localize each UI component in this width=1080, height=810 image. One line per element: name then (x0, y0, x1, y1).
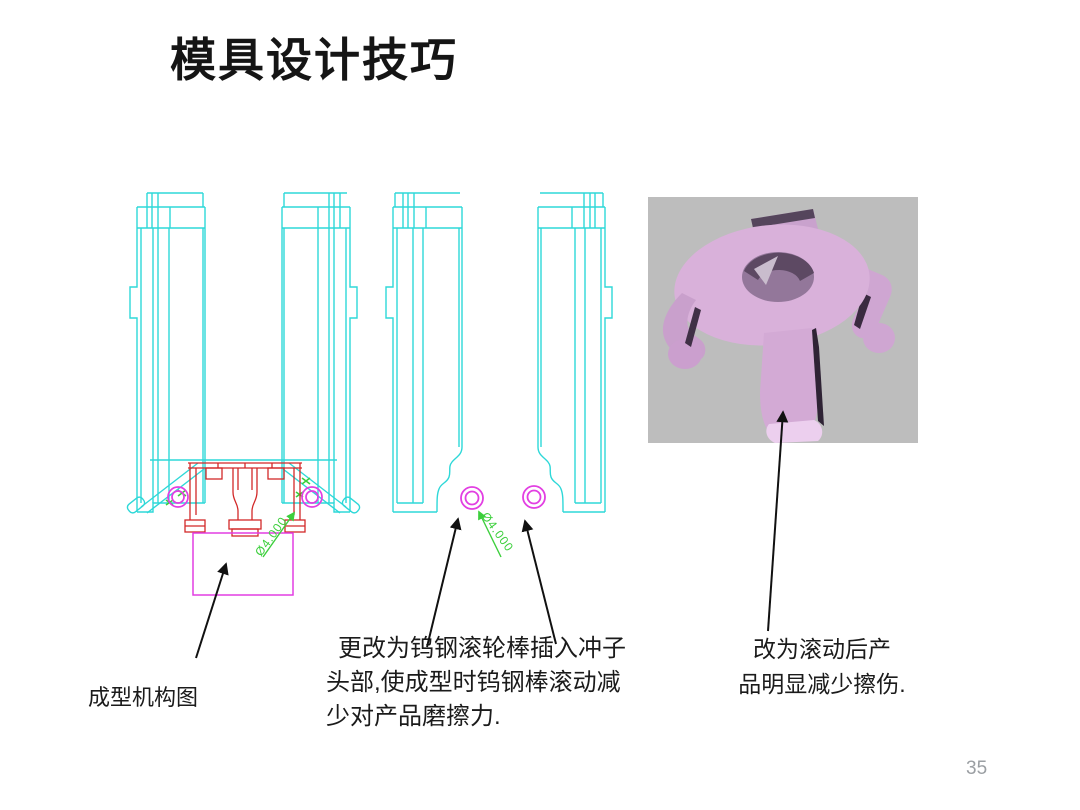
dimension-left: Ø4.000 (252, 511, 296, 559)
arrow-left-roller (426, 517, 462, 648)
die-box (192, 532, 294, 596)
3d-part-render (648, 197, 918, 443)
arrow-forming-mechanism (195, 562, 229, 659)
punch-bracket (184, 462, 306, 537)
middle-drawing-column-right (537, 192, 613, 513)
middle-cad-drawing: Ø4.000 (385, 192, 613, 558)
dimension-middle: Ø4.000 (478, 510, 517, 558)
right-note: 改为滚动后产 品明显减少擦伤. (722, 632, 922, 702)
forming-mechanism-label: 成型机构图 (88, 685, 199, 710)
dimension-left-text: Ø4.000 (252, 514, 290, 559)
slide-title: 模具设计技巧 (170, 34, 458, 86)
toggle-links (126, 459, 361, 514)
part-front-leg (760, 328, 824, 443)
page-number: 35 (966, 758, 988, 779)
left-drawing-column-left (129, 192, 206, 513)
link-hatch-marks (165, 477, 311, 506)
right-note-line-1: 改为滚动后产 (753, 636, 891, 662)
roller-circles-left (167, 486, 323, 596)
roller-circles-middle (460, 485, 546, 510)
part-center-hole (742, 252, 814, 302)
left-drawing-column-right (281, 192, 358, 513)
middle-drawing-column-left (385, 192, 463, 513)
3d-part-image (648, 197, 918, 443)
callout-arrows (195, 410, 789, 659)
left-cad-drawing: Ø4.000 (126, 192, 361, 596)
arrow-right-roller (521, 519, 557, 645)
dimension-middle-text: Ø4.000 (479, 510, 517, 555)
middle-note: 更改为钨钢滚轮棒插入冲子头部,使成型时钨钢棒滚动减少对产品磨擦力. (326, 635, 626, 730)
right-note-line-2: 品明显减少擦伤. (738, 671, 906, 697)
part-left-leg (662, 293, 706, 369)
arrow-3d-part (767, 410, 789, 632)
